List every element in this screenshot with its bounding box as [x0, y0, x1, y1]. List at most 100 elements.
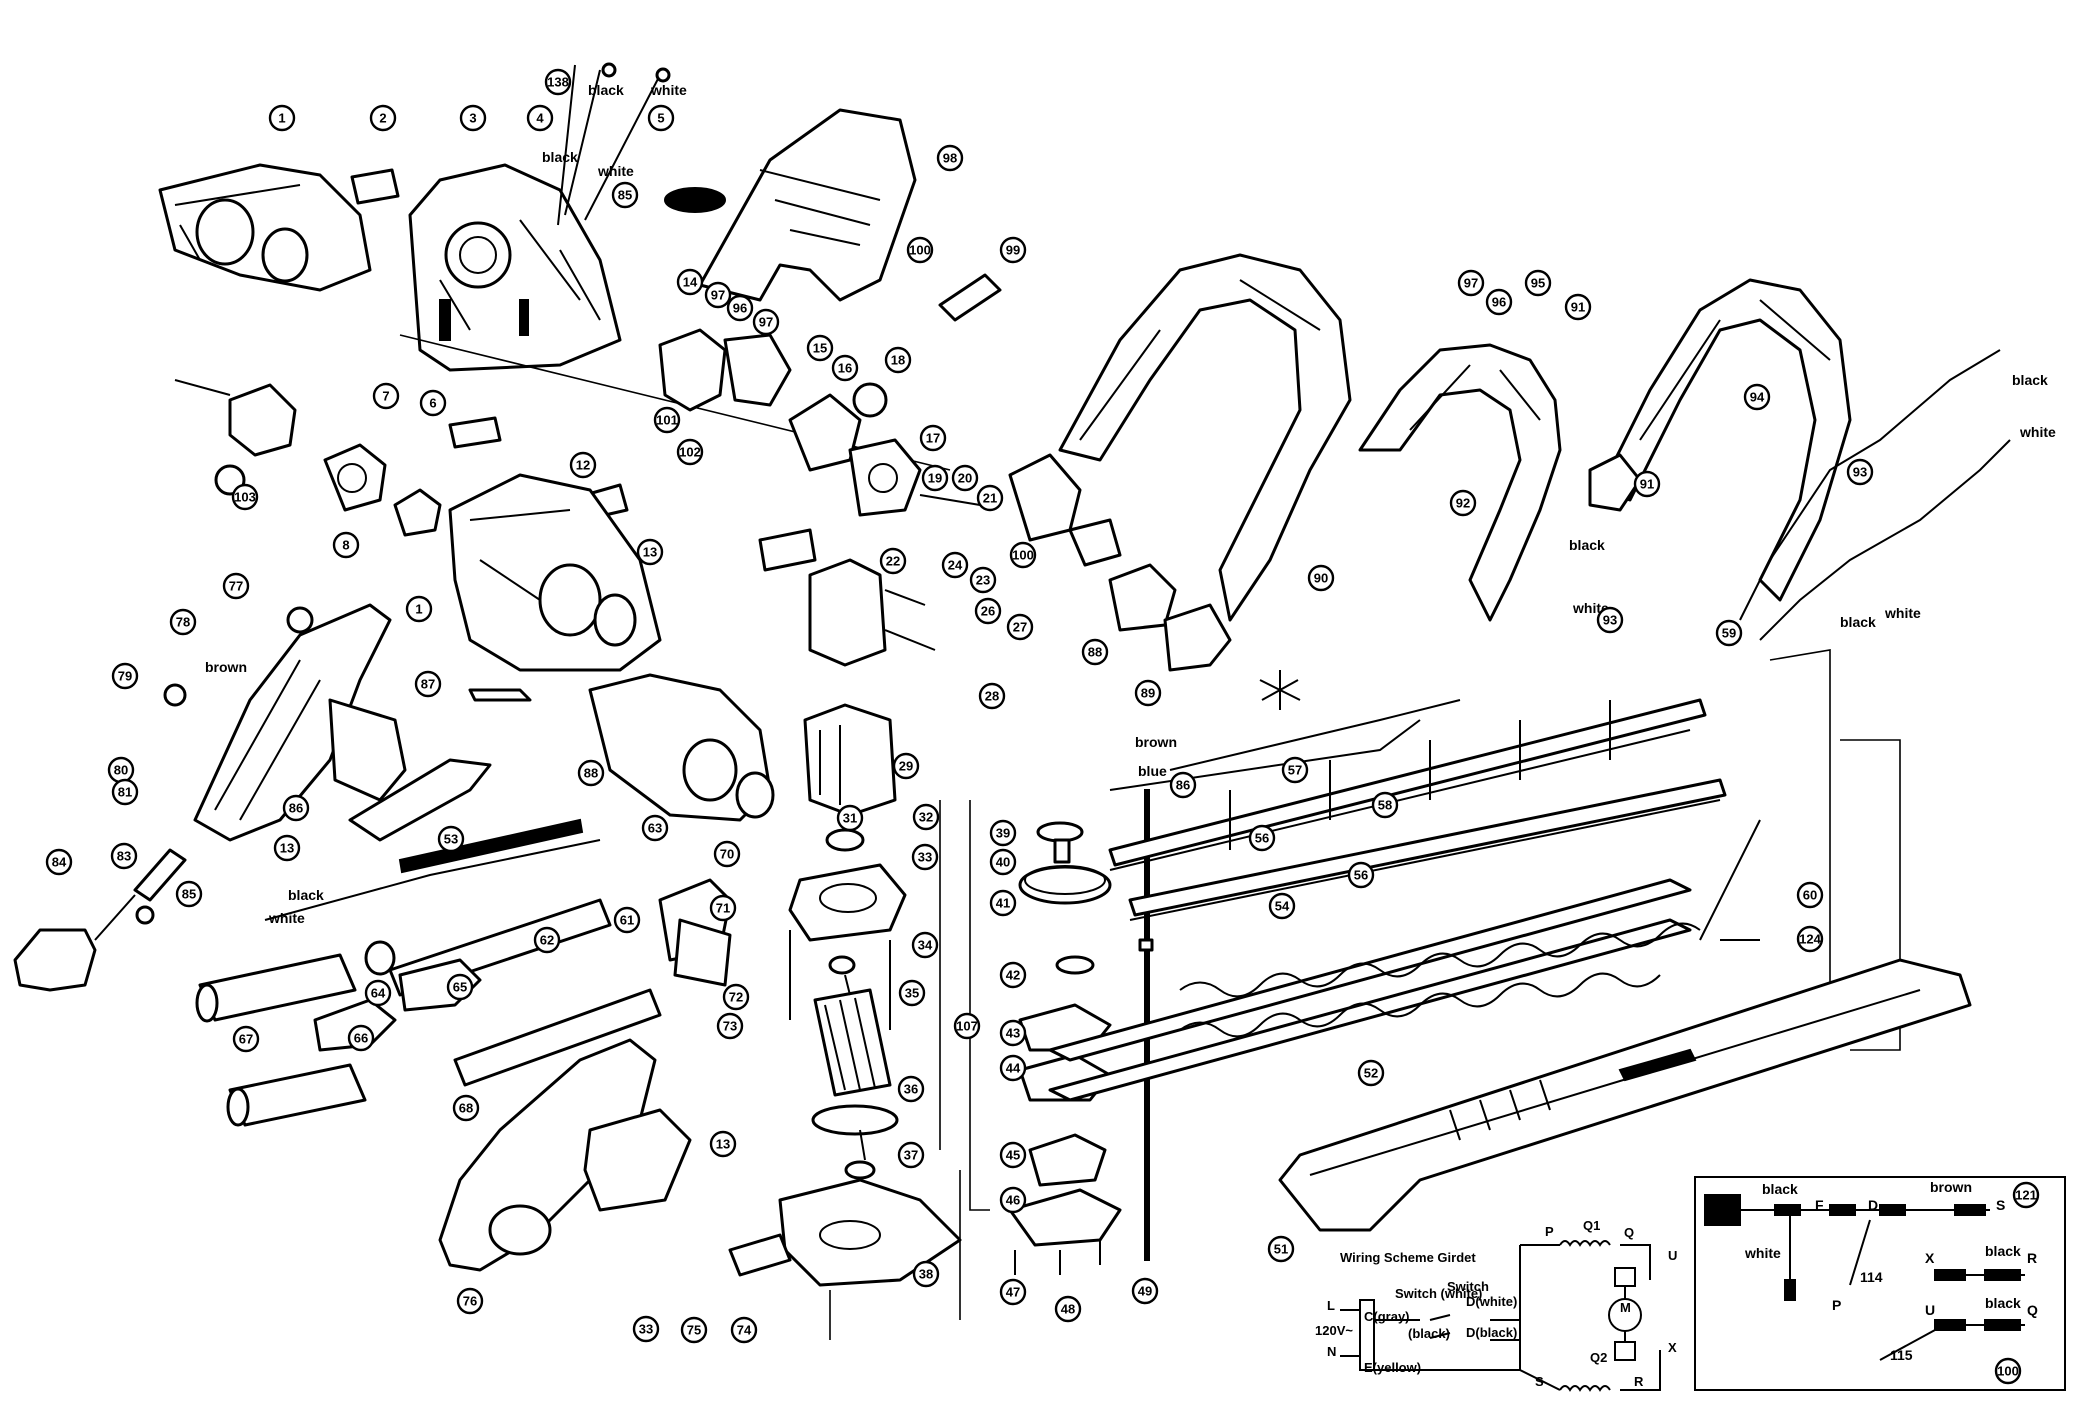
part-callout: 37: [897, 1141, 925, 1169]
svg-text:45: 45: [1006, 1148, 1020, 1163]
part-callout: 33: [632, 1315, 660, 1343]
part-callout: 53: [437, 825, 465, 853]
svg-text:40: 40: [996, 855, 1010, 870]
part-callout: 100: [906, 236, 934, 264]
part-callout: 81: [111, 778, 139, 806]
schematic-label: C(gray): [1364, 1309, 1410, 1324]
part-callout: 33: [911, 843, 939, 871]
svg-text:21: 21: [983, 491, 997, 506]
part-callout: 58: [1371, 791, 1399, 819]
svg-text:57: 57: [1288, 763, 1302, 778]
cable-wires-part: [557, 62, 671, 226]
inset-label: black: [1985, 1243, 2021, 1259]
wire-connector-inset: [1694, 1176, 2066, 1391]
svg-text:93: 93: [1853, 465, 1867, 480]
switch-assembly-part: [658, 328, 981, 517]
svg-text:47: 47: [1006, 1285, 1020, 1300]
part-callout: 38: [912, 1260, 940, 1288]
svg-text:38: 38: [919, 1267, 933, 1282]
front-cover-part: [158, 163, 372, 292]
part-callout: 12: [569, 451, 597, 479]
part-callout: 21: [976, 484, 1004, 512]
svg-text:71: 71: [716, 901, 730, 916]
part-callout: 44: [999, 1054, 1027, 1082]
part-callout: 47: [999, 1278, 1027, 1306]
svg-text:88: 88: [1088, 645, 1102, 660]
schematic-label: D(white): [1466, 1294, 1517, 1309]
part-callout: 56: [1347, 861, 1375, 889]
inset-label: U: [1925, 1302, 1935, 1318]
schematic-label: X: [1668, 1340, 1677, 1355]
svg-text:54: 54: [1275, 899, 1290, 914]
svg-text:13: 13: [643, 545, 657, 560]
svg-text:31: 31: [843, 811, 857, 826]
svg-text:53: 53: [444, 832, 458, 847]
svg-text:81: 81: [118, 785, 132, 800]
svg-text:76: 76: [463, 1294, 477, 1309]
schematic-label: 120V~: [1315, 1323, 1353, 1338]
svg-text:4: 4: [536, 111, 544, 126]
rear-grip-part: [438, 1038, 692, 1272]
part-callout: 76: [456, 1287, 484, 1315]
svg-text:83: 83: [117, 849, 131, 864]
svg-text:28: 28: [985, 689, 999, 704]
part-callout: 24: [941, 551, 969, 579]
svg-text:33: 33: [639, 1322, 653, 1337]
schematic-title: Wiring Scheme Girdet: [1340, 1250, 1476, 1265]
part-callout: 68: [452, 1094, 480, 1122]
part-callout: 87: [414, 670, 442, 698]
schematic-label: Q: [1624, 1225, 1634, 1240]
part-callout: 54: [1268, 892, 1296, 920]
svg-text:13: 13: [716, 1137, 730, 1152]
svg-text:36: 36: [904, 1082, 918, 1097]
part-callout: 72: [722, 983, 750, 1011]
schematic-label: (black): [1408, 1326, 1450, 1341]
svg-text:97: 97: [759, 315, 773, 330]
svg-text:46: 46: [1006, 1193, 1020, 1208]
part-callout: 98: [936, 144, 964, 172]
part-callout: 94: [1743, 383, 1771, 411]
part-callout: 91: [1564, 293, 1592, 321]
part-callout: 39: [989, 819, 1017, 847]
inset-label: 114: [1860, 1269, 1883, 1285]
front-handle-part: [163, 603, 492, 842]
schematic-label: U: [1668, 1248, 1677, 1263]
svg-text:138: 138: [547, 75, 569, 90]
part-callout: 7: [372, 382, 400, 410]
svg-text:61: 61: [620, 913, 634, 928]
svg-text:59: 59: [1722, 626, 1736, 641]
svg-text:52: 52: [1364, 1066, 1378, 1081]
svg-text:91: 91: [1640, 477, 1654, 492]
part-callout: 67: [232, 1025, 260, 1053]
svg-text:42: 42: [1006, 968, 1020, 983]
svg-text:41: 41: [996, 896, 1010, 911]
part-callout: 61: [613, 906, 641, 934]
part-callout: 107: [953, 1012, 981, 1040]
svg-text:85: 85: [182, 887, 196, 902]
svg-text:96: 96: [1492, 295, 1506, 310]
part-callout: 14: [676, 268, 704, 296]
part-callout: 97: [752, 308, 780, 336]
part-callout: 23: [969, 566, 997, 594]
wire-color-label: black: [288, 887, 324, 903]
part-callout: 18: [884, 346, 912, 374]
inset-label: 115: [1890, 1347, 1913, 1363]
part-callout: 73: [716, 1012, 744, 1040]
svg-text:107: 107: [956, 1019, 978, 1034]
svg-text:56: 56: [1255, 831, 1269, 846]
svg-text:16: 16: [838, 361, 852, 376]
svg-text:48: 48: [1061, 1302, 1075, 1317]
svg-text:26: 26: [981, 604, 995, 619]
svg-text:91: 91: [1571, 300, 1585, 315]
inset-label: white: [1744, 1245, 1781, 1261]
svg-text:18: 18: [891, 353, 905, 368]
schematic-label: P: [1545, 1224, 1554, 1239]
inset-label: Q: [2027, 1302, 2038, 1318]
blade-guard-sheath-part: [1278, 958, 1972, 1232]
part-callout: 16: [831, 354, 859, 382]
part-callout: 66: [347, 1024, 375, 1052]
svg-text:68: 68: [459, 1101, 473, 1116]
svg-text:70: 70: [720, 847, 734, 862]
